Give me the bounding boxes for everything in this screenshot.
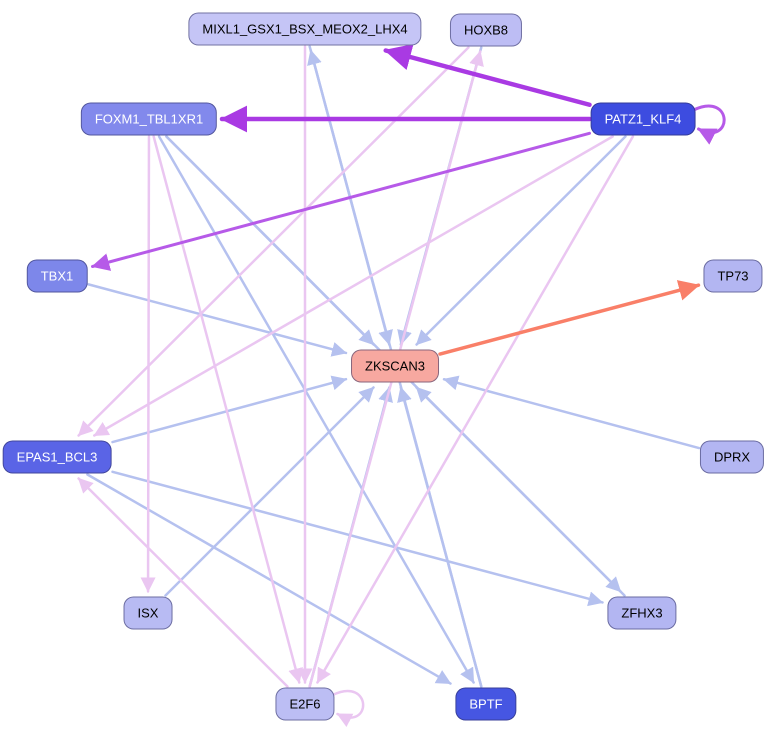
node-TP73[interactable]: TP73: [703, 259, 763, 293]
edge-PATZ1_KLF4-to-E2F6[interactable]: [316, 135, 635, 684]
edge-FOXM1_TBL1XR1-to-E2F6[interactable]: [152, 135, 303, 684]
edge-E2F6-to-E2F6[interactable]: [331, 689, 365, 728]
edge-DPRX-to-ZKSCAN3[interactable]: [442, 375, 701, 450]
edge-EPAS1_BCL3-to-ZFHX3[interactable]: [111, 470, 604, 607]
node-HOXB8[interactable]: HOXB8: [449, 13, 523, 47]
edge-EPAS1_BCL3-to-ZKSCAN3[interactable]: [111, 375, 348, 444]
node-ISX[interactable]: ISX: [123, 596, 173, 630]
edge-FOXM1_TBL1XR1-to-BPTF[interactable]: [157, 135, 475, 684]
edge-HOXB8-to-EPAS1_BCL3[interactable]: [77, 46, 470, 437]
node-ZFHX3[interactable]: ZFHX3: [607, 596, 677, 630]
node-BPTF[interactable]: BPTF: [455, 687, 517, 721]
edge-EPAS1_BCL3-to-BPTF[interactable]: [86, 473, 452, 685]
edge-PATZ1_KLF4-to-PATZ1_KLF4[interactable]: [692, 104, 726, 145]
node-DPRX[interactable]: DPRX: [699, 440, 765, 474]
node-ZKSCAN3[interactable]: ZKSCAN3: [351, 349, 439, 383]
edge-PATZ1_KLF4-to-EPAS1_BCL3[interactable]: [93, 135, 614, 437]
edge-PATZ1_KLF4-to-TBX1[interactable]: [91, 131, 591, 271]
node-EPAS1_BCL3[interactable]: EPAS1_BCL3: [2, 440, 112, 474]
edge-TBX1-to-ZKSCAN3[interactable]: [87, 283, 348, 357]
node-PATZ1_KLF4[interactable]: PATZ1_KLF4: [590, 102, 696, 136]
edge-ZKSCAN3-to-TP73[interactable]: [438, 280, 701, 356]
edge-ISX-to-ZKSCAN3[interactable]: [164, 386, 375, 597]
node-FOXM1_TBL1XR1[interactable]: FOXM1_TBL1XR1: [80, 102, 218, 136]
node-TBX1[interactable]: TBX1: [26, 259, 88, 293]
edge-E2F6-to-EPAS1_BCL3[interactable]: [77, 477, 289, 688]
node-E2F6[interactable]: E2F6: [275, 687, 335, 721]
edge-FOXM1_TBL1XR1-to-ISX[interactable]: [140, 135, 156, 593]
edge-PATZ1_KLF4-to-MIXL1_GSX1_BSX_MEOX2_LHX4[interactable]: [383, 43, 592, 108]
node-MIXL1_GSX1_BSX_MEOX2_LHX4[interactable]: MIXL1_GSX1_BSX_MEOX2_LHX4: [188, 12, 422, 46]
edge-PATZ1_KLF4-to-ZKSCAN3[interactable]: [415, 135, 627, 346]
